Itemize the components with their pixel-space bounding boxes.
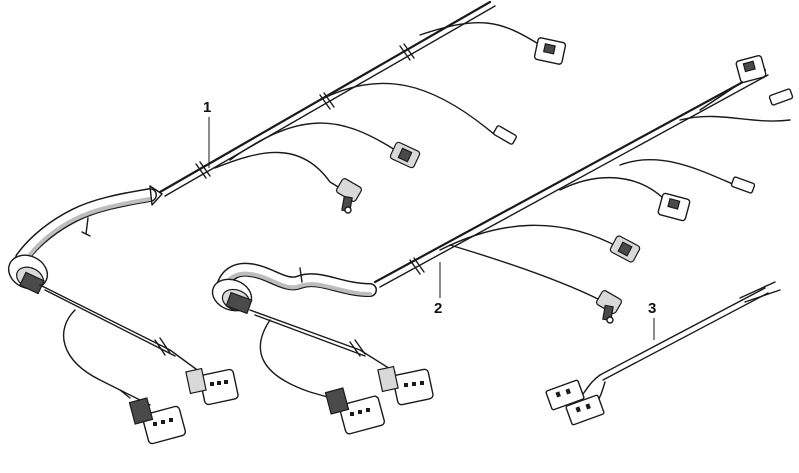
tape-wrap [195, 161, 211, 179]
grommet-icon [7, 254, 49, 295]
multi-pin-connector-icon [324, 387, 386, 435]
square-connector-icon [657, 192, 691, 222]
svg-text:1: 1 [203, 99, 211, 116]
pin-connector-icon [493, 125, 517, 145]
svg-text:2: 2 [434, 300, 442, 317]
sensor-connector-icon [595, 290, 623, 324]
svg-text:3: 3 [648, 300, 656, 317]
callout-3: 3 [648, 300, 656, 340]
square-connector-icon [533, 37, 567, 65]
harness-1 [7, 0, 567, 445]
multi-pin-connector-icon [128, 397, 187, 445]
sensor-connector-icon [335, 178, 363, 214]
multi-pin-connector-icon [377, 365, 434, 406]
pin-connector-icon [730, 176, 756, 194]
callout-2: 2 [434, 262, 442, 317]
plug-connector-icon [609, 235, 641, 263]
square-connector-icon [735, 54, 767, 84]
callout-1: 1 [203, 99, 211, 168]
plug-connector-icon [389, 141, 421, 169]
multi-pin-connector-icon [185, 367, 239, 406]
twin-connector-icon [565, 394, 605, 426]
harness-2 [211, 54, 794, 435]
twin-connector-icon [545, 379, 585, 411]
pin-connector-icon [768, 88, 794, 106]
adapter-cable-3 [545, 281, 781, 426]
grommet-icon [211, 278, 253, 315]
